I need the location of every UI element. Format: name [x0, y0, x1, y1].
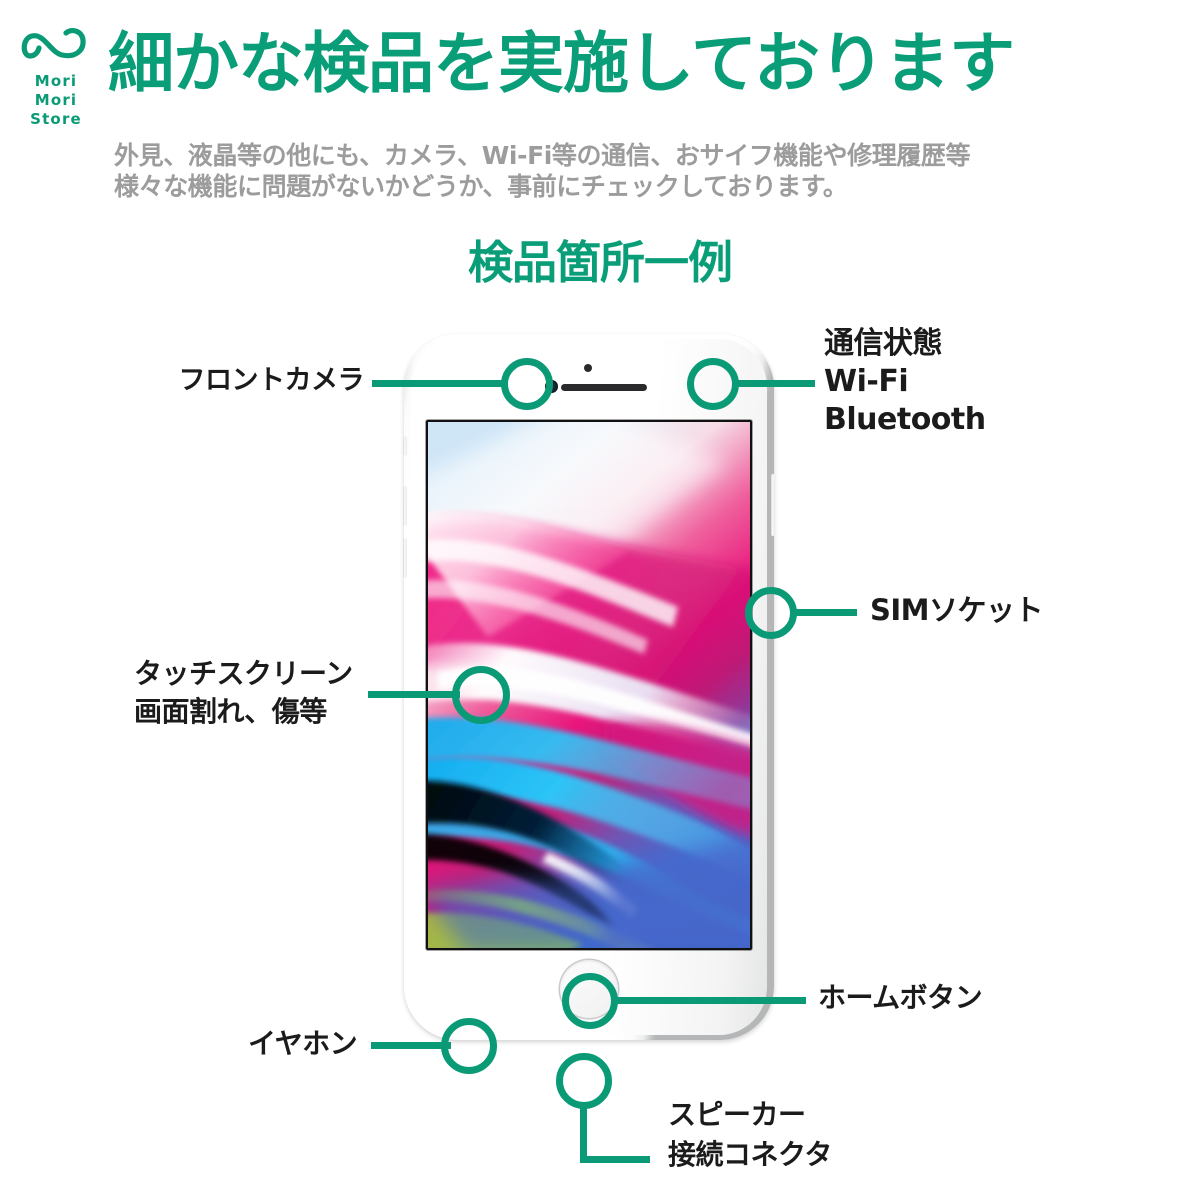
subtitle-line-1: 外見、液晶等の他にも、カメラ、Wi-Fi等の通信、おサイフ機能や修理履歴等: [114, 141, 971, 170]
callout-text: フロントカメラ: [178, 365, 365, 396]
proximity-sensor-icon: [584, 364, 592, 372]
callout-text: SIMソケット: [870, 593, 1044, 627]
callout-label-speaker: スピーカー 接続コネクタ: [668, 1095, 832, 1175]
brand-logo: Mori Mori Store: [10, 22, 102, 129]
brand-name-line-3: Store: [30, 110, 82, 128]
callout-label-home-button: ホームボタン: [818, 980, 983, 1016]
volume-down-icon: [403, 538, 407, 578]
brand-name: Mori Mori Store: [10, 72, 102, 129]
callout-ring-touch-screen[interactable]: [452, 666, 510, 724]
callout-text: Bluetooth: [824, 402, 986, 437]
callout-label-connectivity: 通信状態 Wi-Fi Bluetooth: [824, 325, 986, 439]
callout-ring-front-camera[interactable]: [501, 358, 553, 410]
callout-text: スピーカー: [668, 1098, 806, 1131]
callout-line-home-button: [616, 997, 806, 1004]
power-button-icon: [771, 474, 775, 536]
page-subtitle: 外見、液晶等の他にも、カメラ、Wi-Fi等の通信、おサイフ機能や修理履歴等 様々…: [114, 140, 1124, 202]
callout-line-connectivity: [737, 380, 815, 387]
earpiece-speaker-icon: [561, 384, 647, 391]
callout-line-speaker-vertical: [580, 1105, 587, 1163]
callout-text: ホームボタン: [818, 981, 983, 1014]
callout-line-speaker-horizontal: [580, 1156, 650, 1163]
subtitle-line-2: 様々な機能に問題がないかどうか、事前にチェックしております。: [114, 172, 848, 201]
callout-text: Wi-Fi: [824, 364, 909, 399]
callout-label-touch-screen: タッチスクリーン 画面割れ、傷等: [134, 655, 353, 731]
callout-ring-connectivity[interactable]: [687, 358, 739, 410]
callout-line-touch-screen: [368, 691, 460, 698]
callout-ring-home-button[interactable]: [562, 973, 618, 1029]
brand-name-line-2: Mori: [34, 91, 78, 109]
callout-line-sim-socket: [795, 609, 857, 616]
callout-text: 接続コネクタ: [668, 1138, 832, 1171]
callout-label-sim-socket: SIMソケット: [870, 592, 1044, 628]
wallpaper-image: [428, 422, 750, 948]
callout-text: タッチスクリーン: [134, 657, 353, 690]
infinity-icon: [20, 22, 92, 68]
callout-label-front-camera: フロントカメラ: [174, 364, 365, 398]
volume-up-icon: [403, 486, 407, 526]
section-heading: 検品箇所一例: [467, 236, 733, 289]
callout-ring-sim-socket[interactable]: [745, 587, 797, 639]
mute-switch-icon: [403, 436, 407, 456]
callout-ring-speaker[interactable]: [556, 1053, 612, 1109]
callout-text: 画面割れ、傷等: [134, 695, 327, 728]
callout-line-front-camera: [372, 380, 502, 387]
callout-text: 通信状態: [824, 326, 942, 361]
brand-name-line-1: Mori: [34, 72, 78, 90]
callout-label-earphone: イヤホン: [248, 1026, 358, 1062]
callout-line-earphone: [371, 1042, 451, 1049]
page-title: 細かな検品を実施しております: [108, 25, 1015, 102]
callout-text: イヤホン: [248, 1027, 358, 1060]
